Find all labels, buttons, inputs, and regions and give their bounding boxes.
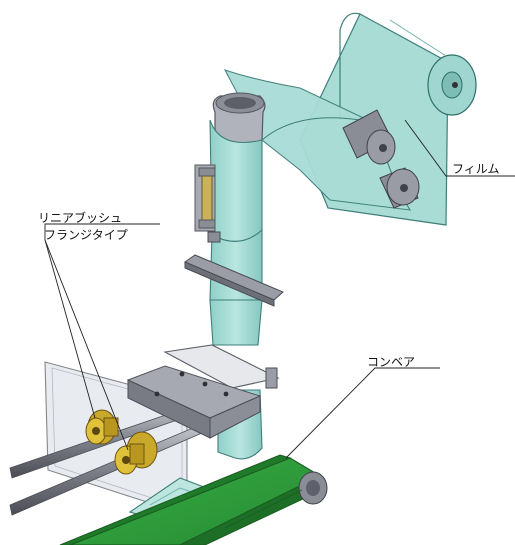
guide-roller-lower [379, 167, 420, 209]
label-conveyor: コンベア [367, 355, 416, 369]
sealing-jaw-unit [126, 344, 280, 439]
film-web [223, 69, 412, 211]
linear-bushing-upper [85, 409, 119, 445]
guide-bars [183, 231, 284, 307]
label-film: フィルム [452, 162, 500, 176]
callout-lines [44, 119, 515, 459]
label-linear-bushing: リニアブッシュ [38, 211, 123, 225]
label-flange-type: フランジタイプ [44, 228, 128, 242]
forming-tube [212, 92, 266, 151]
linear-bushing-lower [114, 431, 158, 475]
vertical-seal-bracket [194, 164, 216, 232]
guide-roller-upper [342, 109, 396, 165]
conveyor [59, 454, 328, 545]
